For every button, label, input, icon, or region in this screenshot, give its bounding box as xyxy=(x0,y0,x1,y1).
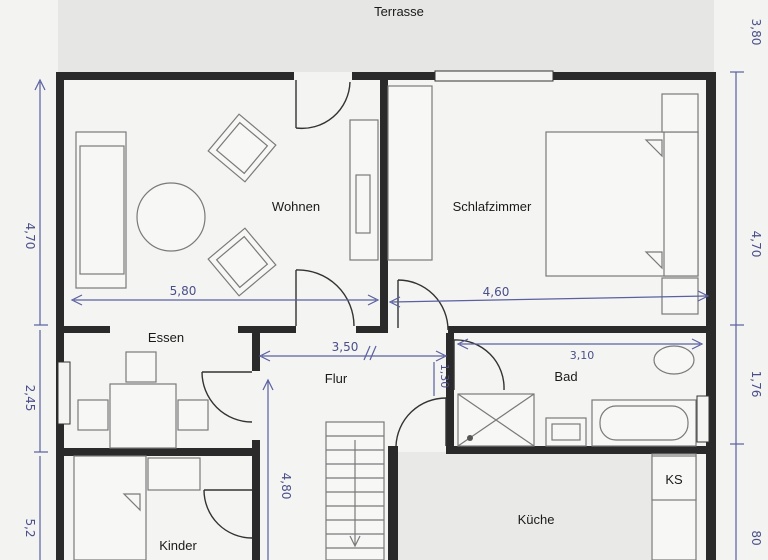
kueche-floor xyxy=(395,452,651,560)
kinder-desk xyxy=(73,455,147,560)
sofa-seat xyxy=(79,145,125,275)
dim-left-wohnen: 4,70 xyxy=(23,223,37,250)
chair-top xyxy=(125,351,157,383)
label-wohnen: Wohnen xyxy=(272,199,320,214)
label-schlafzimmer: Schlafzimmer xyxy=(453,199,532,214)
dim-flur-short: 1,30 xyxy=(438,364,451,389)
label-flur: Flur xyxy=(325,371,348,386)
kinder-bed-pillow xyxy=(122,493,141,512)
fridge-ks xyxy=(651,455,697,501)
door-schlaf-flur[interactable] xyxy=(397,279,449,331)
label-bad: Bad xyxy=(554,369,577,384)
toilet xyxy=(653,345,695,375)
window-bad xyxy=(696,395,710,443)
chair-right xyxy=(177,399,209,431)
wall-wohnen-bottom-mid xyxy=(238,326,296,333)
wall-top-left xyxy=(56,72,294,80)
door-kueche-flur[interactable] xyxy=(395,397,447,447)
dimension-lines xyxy=(34,71,744,560)
nightstand-top xyxy=(661,93,699,133)
door-essen-flur[interactable] xyxy=(201,371,253,423)
label-ks: KS xyxy=(665,472,683,487)
dim-bad-width: 3,10 xyxy=(570,349,595,362)
dim-wohnen-width: 5,80 xyxy=(170,284,197,298)
label-essen: Essen xyxy=(148,330,184,345)
wall-bad-left xyxy=(446,333,454,452)
staircase xyxy=(325,421,385,560)
wall-wohnen-bottom-left xyxy=(64,326,110,333)
window-essen xyxy=(57,361,71,425)
label-kinder: Kinder xyxy=(159,538,197,553)
door-wohnen-terrasse[interactable] xyxy=(295,80,351,130)
pillow-top xyxy=(644,139,663,158)
wall-right xyxy=(706,72,716,560)
wall-essen-bottom xyxy=(64,448,260,456)
door-kinder-flur[interactable] xyxy=(203,489,253,539)
wardrobe xyxy=(387,85,433,261)
tv-cabinet xyxy=(349,119,379,261)
dim-right-kueche: 80 xyxy=(749,530,763,545)
label-terrasse: Terrasse xyxy=(374,4,424,19)
dim-flur-width: 3,50 xyxy=(332,340,359,354)
dim-right-schlaf: 4,70 xyxy=(749,231,763,258)
wall-kueche-left xyxy=(388,446,398,560)
dim-flur-length: 4,80 xyxy=(279,473,293,500)
kinder-wardrobe xyxy=(147,457,201,491)
dim-terrasse-depth: 3,80 xyxy=(749,19,763,46)
bed-headboard xyxy=(663,131,699,277)
wall-kinder-right-upper xyxy=(252,456,260,486)
door-bad-flur[interactable] xyxy=(453,339,505,391)
round-table xyxy=(136,182,206,252)
terrasse-area xyxy=(58,0,714,72)
door-wohnen-flur[interactable] xyxy=(295,269,355,327)
shower-drain xyxy=(467,435,473,441)
label-kueche: Küche xyxy=(518,512,555,527)
wall-flur-left xyxy=(252,333,260,371)
dim-left-essen: 2,45 xyxy=(23,385,37,412)
tv xyxy=(355,174,371,234)
wall-bad-bottom xyxy=(446,446,710,454)
wall-schlaf-bottom xyxy=(448,326,710,333)
pillow-bottom xyxy=(644,251,663,270)
sink-basin xyxy=(551,423,581,441)
window-schlafzimmer xyxy=(434,70,554,82)
dim-left-kinder: 5,2 xyxy=(23,518,37,537)
armchair-top xyxy=(207,113,277,183)
wall-wohnen-schlaf xyxy=(380,80,388,328)
dim-schlaf-width: 4,60 xyxy=(483,285,510,299)
armchair-bottom xyxy=(207,227,277,297)
chair-left xyxy=(77,399,109,431)
page-background-left xyxy=(0,0,58,560)
bathtub-inner xyxy=(599,405,689,441)
dining-table xyxy=(109,383,177,449)
wall-wohnen-bottom-right xyxy=(356,326,388,333)
wall-left xyxy=(56,72,64,560)
wall-flur-left-lower xyxy=(252,440,260,560)
dim-right-bad: 1,76 xyxy=(749,371,763,398)
